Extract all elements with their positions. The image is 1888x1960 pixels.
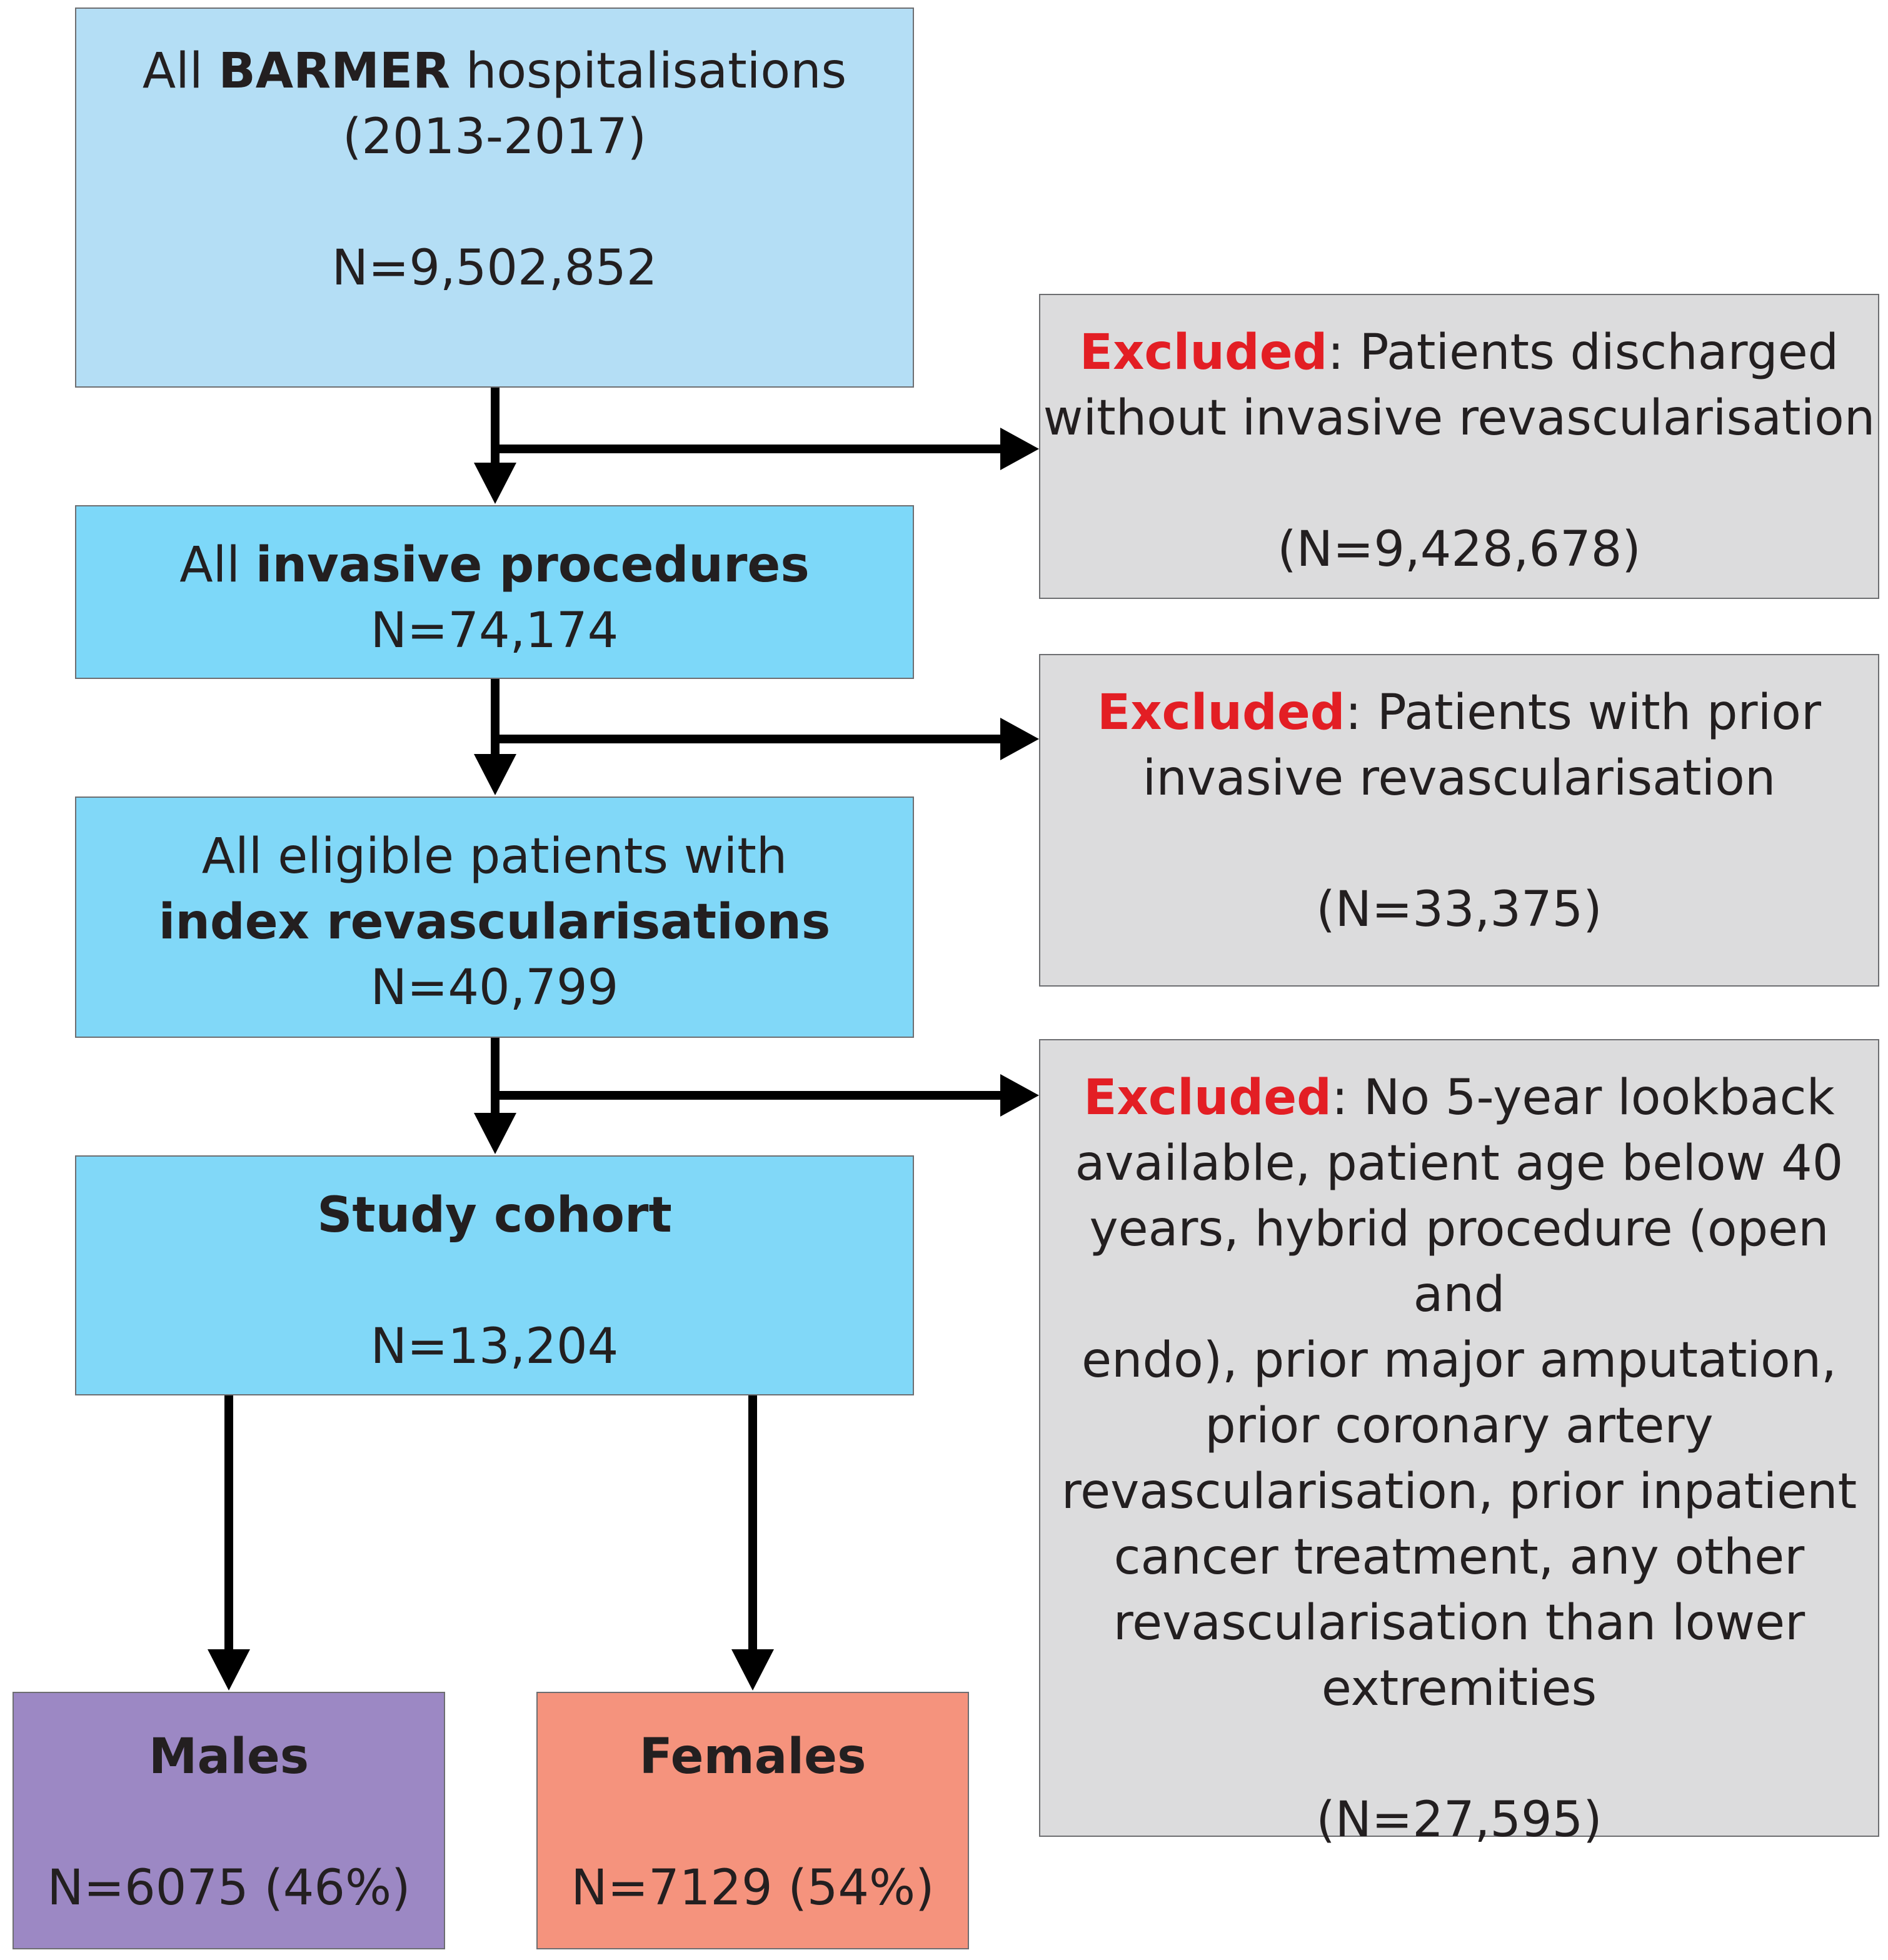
exclusion-3-line-3: years, hybrid procedure (open and — [1089, 1201, 1829, 1323]
eligible-patients-subtitle: index revascularisations — [158, 894, 831, 950]
arrowhead-right-3 — [1000, 1074, 1039, 1117]
all-hospitalisations-title: All BARMER hospitalisations — [142, 43, 847, 99]
exclusion-3-line-6: revascularisation, prior inpatient — [1061, 1464, 1857, 1520]
males-count: N=6075 (46%) — [47, 1860, 411, 1916]
exclusion-box-2: Excluded: Patients with prior invasive r… — [1039, 654, 1879, 987]
exclusion-2-count: (N=33,375) — [1316, 882, 1602, 938]
eligible-patients-box: All eligible patients with index revascu… — [75, 797, 914, 1038]
exclusion-3-line-1: Excluded: No 5-year lookback — [1083, 1070, 1835, 1126]
exclusion-3-line-2: available, patient age below 40 — [1075, 1135, 1844, 1192]
eligible-patients-count: N=40,799 — [370, 960, 619, 1016]
exclusion-3-line-8: revascularisation than lower — [1113, 1595, 1805, 1651]
exclusion-3-line-5: prior coronary artery — [1205, 1398, 1714, 1454]
exclusion-1-line-2: without invasive revascularisation — [1043, 390, 1875, 446]
arrowhead-right-2 — [1000, 718, 1039, 760]
study-cohort-count: N=13,204 — [370, 1319, 619, 1375]
arrowhead-down-males — [208, 1649, 250, 1691]
females-title: Females — [639, 1729, 866, 1785]
exclusion-3-count: (N=27,595) — [1316, 1792, 1602, 1848]
females-count: N=7129 (54%) — [571, 1860, 935, 1916]
exclusion-1-line-1: Excluded: Patients discharged — [1079, 324, 1839, 381]
arrowhead-down-females — [731, 1649, 774, 1691]
exclusion-3-line-4: endo), prior major amputation, — [1082, 1332, 1837, 1389]
invasive-procedures-box: All invasive procedures N=74,174 — [75, 505, 914, 679]
eligible-patients-title: All eligible patients with — [201, 828, 788, 885]
all-hospitalisations-box: All BARMER hospitalisations (2013-2017) … — [75, 8, 914, 388]
exclusion-3-line-9: extremities — [1321, 1661, 1597, 1717]
arrowhead-down-1 — [474, 463, 516, 504]
females-box: Females N=7129 (54%) — [536, 1692, 969, 1949]
exclusion-2-line-1: Excluded: Patients with prior — [1097, 685, 1822, 741]
all-hospitalisations-count: N=9,502,852 — [331, 240, 658, 296]
study-cohort-box: Study cohort N=13,204 — [75, 1155, 914, 1395]
arrowhead-down-2 — [474, 754, 516, 795]
arrowhead-right-1 — [1000, 428, 1039, 470]
study-cohort-title: Study cohort — [317, 1187, 672, 1244]
males-title: Males — [148, 1729, 309, 1785]
invasive-procedures-title: All invasive procedures — [179, 537, 810, 593]
exclusion-1-count: (N=9,428,678) — [1277, 521, 1641, 578]
exclusion-box-1: Excluded: Patients discharged without in… — [1039, 294, 1879, 599]
invasive-procedures-count: N=74,174 — [370, 603, 619, 659]
arrowhead-down-3 — [474, 1113, 516, 1154]
exclusion-box-3: Excluded: No 5-year lookback available, … — [1039, 1039, 1879, 1848]
exclusion-2-line-2: invasive revascularisation — [1142, 750, 1776, 807]
males-box: Males N=6075 (46%) — [13, 1692, 445, 1949]
exclusion-3-line-7: cancer treatment, any other — [1113, 1529, 1805, 1586]
all-hospitalisations-years: (2013-2017) — [342, 109, 646, 165]
